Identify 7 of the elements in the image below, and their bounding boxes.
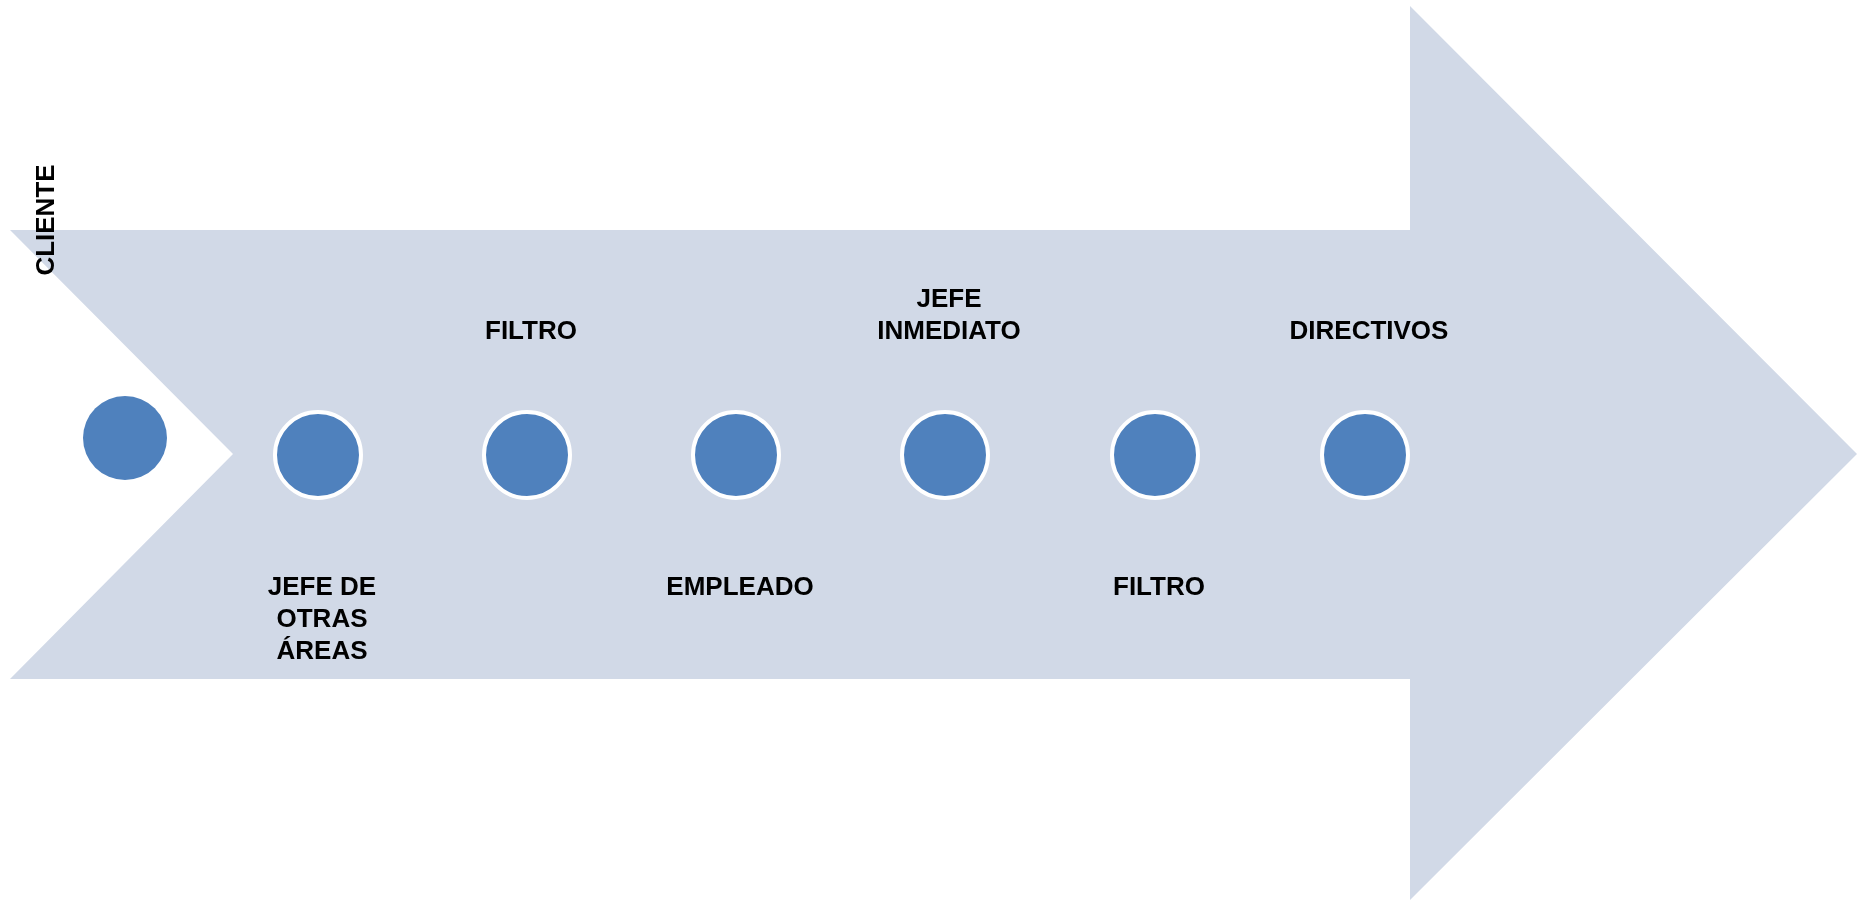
step-label: FILTRO [1112, 570, 1206, 602]
step-label: DIRECTIVOS [1288, 314, 1450, 346]
step-label: JEFE INMEDIATO [876, 282, 1022, 346]
step-label: EMPLEADO [665, 570, 815, 602]
step-label: FILTRO [484, 314, 578, 346]
step-label: JEFE DE OTRAS ÁREAS [266, 570, 378, 666]
vertical-label: CLIENTE [29, 164, 61, 276]
